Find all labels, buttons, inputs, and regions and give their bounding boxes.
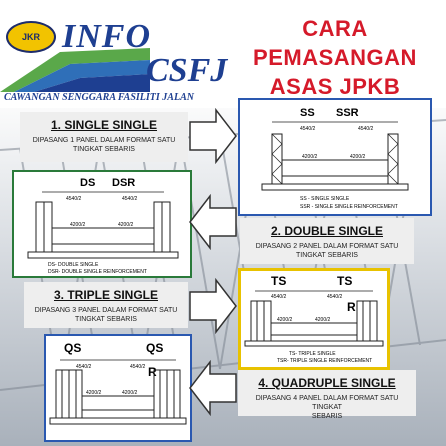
reinforcement-mark: R <box>347 300 356 314</box>
arrow-left-icon <box>189 194 237 250</box>
dim-b: 4540/2 <box>130 364 146 370</box>
title-line-3: ASAS JPKB <box>269 74 401 99</box>
legend-2: SSR - SINGLE SINGLE REINFORCEMENT <box>300 204 398 210</box>
legend-1: TS- TRIPLE SINGLE <box>289 351 336 357</box>
arrow-left-icon <box>189 360 237 416</box>
dim-a: 4540/2 <box>300 126 316 132</box>
logo-badge-text: JKR <box>21 32 40 42</box>
label-desc-line2: SEBARIS <box>311 413 343 420</box>
tag-left: DS <box>80 177 95 189</box>
dim-d: 4200/2 <box>315 317 331 323</box>
jkr-logo-icon: JKR <box>6 21 56 53</box>
dim-c: 4200/2 <box>302 154 318 160</box>
legend-2: DSR- DOUBLE SINGLE REINFORCEMENT <box>48 269 147 275</box>
truss-diagram-ss: SS SSR 4540/2 4540/2 4200/2 4200/2 SS - … <box>261 107 409 210</box>
label-desc-line1: DIPASANG 1 PANEL DALAM FORMAT SATU <box>32 137 176 144</box>
label-desc-line2: TINGKAT SEBARIS <box>296 252 358 259</box>
label-quadruple-single: 4. QUADRUPLE SINGLE DIPASANG 4 PANEL DAL… <box>238 370 416 420</box>
tag-left: QS <box>64 341 81 355</box>
label-double-single: 2. DOUBLE SINGLE DIPASANG 2 PANEL DALAM … <box>240 218 414 264</box>
diagram-card-qs: QS QS R 4540/2 4540/2 4200/2 4200/2 <box>44 334 192 442</box>
tag-right: DSR <box>112 177 135 189</box>
label-title: 2. DOUBLE SINGLE <box>270 224 383 238</box>
legend-1: DS- DOUBLE SINGLE <box>48 262 99 268</box>
diagram-card-ss: SS SSR 4540/2 4540/2 4200/2 4200/2 SS - … <box>238 98 432 216</box>
diagram-card-ds: DS DSR 4540/2 4540/2 4200/2 4200/2 DS- D… <box>12 170 192 278</box>
tag-left: TS <box>271 274 286 288</box>
brand-info-text: INFO <box>62 18 152 55</box>
truss-diagram-ds: DS DSR 4540/2 4540/2 4200/2 4200/2 DS- D… <box>27 177 179 275</box>
reinforcement-mark: R <box>148 365 157 379</box>
tag-right: SSR <box>336 107 359 119</box>
dim-a: 4540/2 <box>66 196 82 202</box>
dim-b: 4540/2 <box>122 196 138 202</box>
label-title: 4. QUADRUPLE SINGLE <box>258 376 396 390</box>
legend-1: SS - SINGLE SINGLE <box>300 196 350 202</box>
dim-b: 4540/2 <box>358 126 374 132</box>
arrow-right-icon <box>189 278 237 334</box>
label-title: 1. SINGLE SINGLE <box>50 118 158 132</box>
road-graphic-icon <box>0 48 150 92</box>
label-desc-line1: DIPASANG 4 PANEL DALAM FORMAT SATU TINGK… <box>255 395 399 411</box>
dim-a: 4540/2 <box>76 364 92 370</box>
tag-right: QS <box>146 341 163 355</box>
tag-right: TS <box>337 274 352 288</box>
dim-a: 4540/2 <box>271 294 287 300</box>
dim-c: 4200/2 <box>70 222 86 228</box>
label-desc-line1: DIPASANG 2 PANEL DALAM FORMAT SATU <box>255 243 399 250</box>
label-title: 3. TRIPLE SINGLE <box>53 288 158 302</box>
dim-c: 4200/2 <box>86 390 102 396</box>
dim-d: 4200/2 <box>122 390 138 396</box>
legend-2: TSR- TRIPLE SINGLE REINFORCEMENT <box>277 358 372 364</box>
label-triple-single: 3. TRIPLE SINGLE DIPASANG 3 PANEL DALAM … <box>24 282 188 328</box>
label-desc-line2: TINGKAT SEBARIS <box>73 146 135 153</box>
label-single-single: 1. SINGLE SINGLE DIPASANG 1 PANEL DALAM … <box>20 112 188 162</box>
title-line-1: CARA <box>302 16 368 41</box>
truss-diagram-qs: QS QS R 4540/2 4540/2 4200/2 4200/2 <box>49 341 187 425</box>
dim-d: 4200/2 <box>118 222 134 228</box>
truss-diagram-ts: TS TS R 4540/2 4540/2 4200/2 4200/2 TS- … <box>244 274 384 364</box>
brand-subtitle: CAWANGAN SENGGARA FASILITI JALAN <box>4 92 194 103</box>
label-desc-line1: DIPASANG 3 PANEL DALAM FORMAT SATU <box>34 307 178 314</box>
label-desc-line2: TINGKAT SEBARIS <box>75 316 137 323</box>
dim-c: 4200/2 <box>277 317 293 323</box>
title-line-2: PEMASANGAN <box>253 45 417 70</box>
diagram-card-ts: TS TS R 4540/2 4540/2 4200/2 4200/2 TS- … <box>238 268 390 370</box>
arrow-right-icon <box>189 108 237 164</box>
dim-b: 4540/2 <box>327 294 343 300</box>
tag-left: SS <box>300 107 315 119</box>
dim-d: 4200/2 <box>350 154 366 160</box>
brand-csfj-text: CSFJ <box>146 52 228 89</box>
page-title: CARA PEMASANGAN ASAS JPKB <box>250 14 420 104</box>
brand-logo: JKR INFO <box>6 20 151 54</box>
